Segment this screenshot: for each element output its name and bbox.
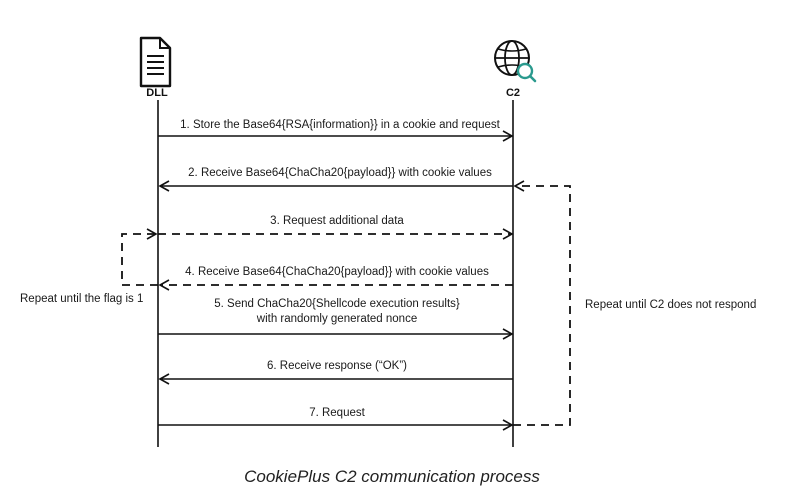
figure-caption: CookiePlus C2 communication process [244, 467, 540, 486]
right-loop-bracket [513, 180, 571, 426]
c2-label: C2 [506, 87, 520, 99]
globe-search-icon [494, 40, 537, 83]
dll-label: DLL [146, 87, 168, 99]
left-loop-label: Repeat until the flag is 1 [20, 293, 143, 305]
message-1-label: 1. Store the Base64{RSA{information}} in… [180, 119, 500, 131]
message-6-label: 6. Receive response (“OK”) [267, 360, 407, 372]
right-loop-label: Repeat until C2 does not respond [585, 299, 756, 311]
message-2-label: 2. Receive Base64{ChaCha20{payload}} wit… [188, 167, 492, 179]
document-icon [139, 36, 172, 88]
message-4-label: 4. Receive Base64{ChaCha20{payload}} wit… [185, 266, 489, 278]
message-5-label: 5. Send ChaCha20{Shellcode execution res… [214, 298, 460, 310]
message-7-label: 7. Request [309, 407, 365, 419]
message-5-sublabel: with randomly generated nonce [256, 313, 417, 325]
message-3-label: 3. Request additional data [270, 215, 404, 227]
left-loop-bracket [121, 228, 158, 286]
